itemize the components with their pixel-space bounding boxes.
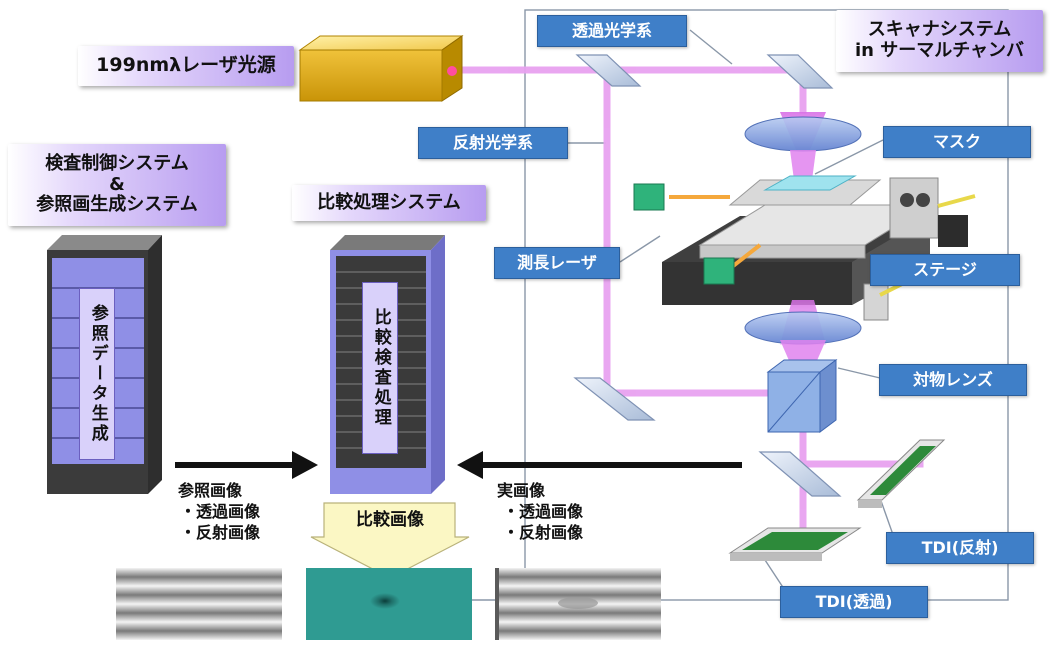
upper-optics: [744, 112, 862, 180]
actual-image-caption: 実画像 ・透過画像 ・反射画像: [497, 481, 583, 543]
reference-data-generation-label: 参照データ生成: [79, 288, 115, 460]
inspection-control-line2: &: [109, 173, 125, 195]
leader-lines: [470, 9, 1009, 601]
scanner-line2: in サーマルチャンバ: [854, 40, 1025, 61]
comparison-image-label: 比較画像: [356, 510, 424, 531]
reference-image-caption: 参照画像 ・透過画像 ・反射画像: [178, 481, 260, 543]
laser-interferometer-label: 測長レーザ: [494, 247, 620, 279]
actual-image-item: ・反射画像: [503, 522, 584, 542]
beam-splitter: [766, 359, 838, 433]
comparison-inspection-label: 比較検査処理: [362, 282, 398, 454]
inspection-control-line1: 検査制御システム: [45, 152, 189, 174]
reference-image-item: ・反射画像: [180, 522, 261, 542]
laser-source-label: 199nmλレーザ光源: [78, 46, 294, 86]
tdi-sensors: [728, 439, 946, 561]
comparison-system-label: 比較処理システム: [292, 185, 486, 221]
scanner-system-label: スキャナシステム in サーマルチャンバ: [836, 10, 1043, 72]
scanner-line1: スキャナシステム: [867, 19, 1012, 41]
laser-source-box: [298, 35, 464, 102]
flow-arrows: [175, 451, 742, 479]
tdi-reflection-label: TDI(反射): [886, 532, 1034, 564]
mask-label: マスク: [883, 126, 1031, 158]
reference-image-item: ・透過画像: [180, 501, 261, 521]
transmission-optics-label: 透過光学系: [537, 15, 687, 47]
objective-lens-label: 対物レンズ: [879, 364, 1027, 396]
stage-label: ステージ: [870, 254, 1020, 286]
actual-image-title: 実画像: [497, 481, 546, 500]
comparison-down-arrow: [310, 502, 470, 579]
inspection-control-line3: 参照画生成システム: [36, 194, 198, 216]
inspection-control-label: 検査制御システム & 参照画生成システム: [8, 144, 226, 226]
reflection-optics-label: 反射光学系: [418, 127, 568, 159]
actual-image-item: ・透過画像: [503, 501, 584, 521]
mirrors: [573, 54, 842, 497]
reference-image-title: 参照画像: [178, 481, 243, 500]
tdi-transmission-label: TDI(透過): [780, 586, 928, 618]
stage-assembly: [633, 175, 976, 321]
image-strips: [116, 568, 661, 640]
